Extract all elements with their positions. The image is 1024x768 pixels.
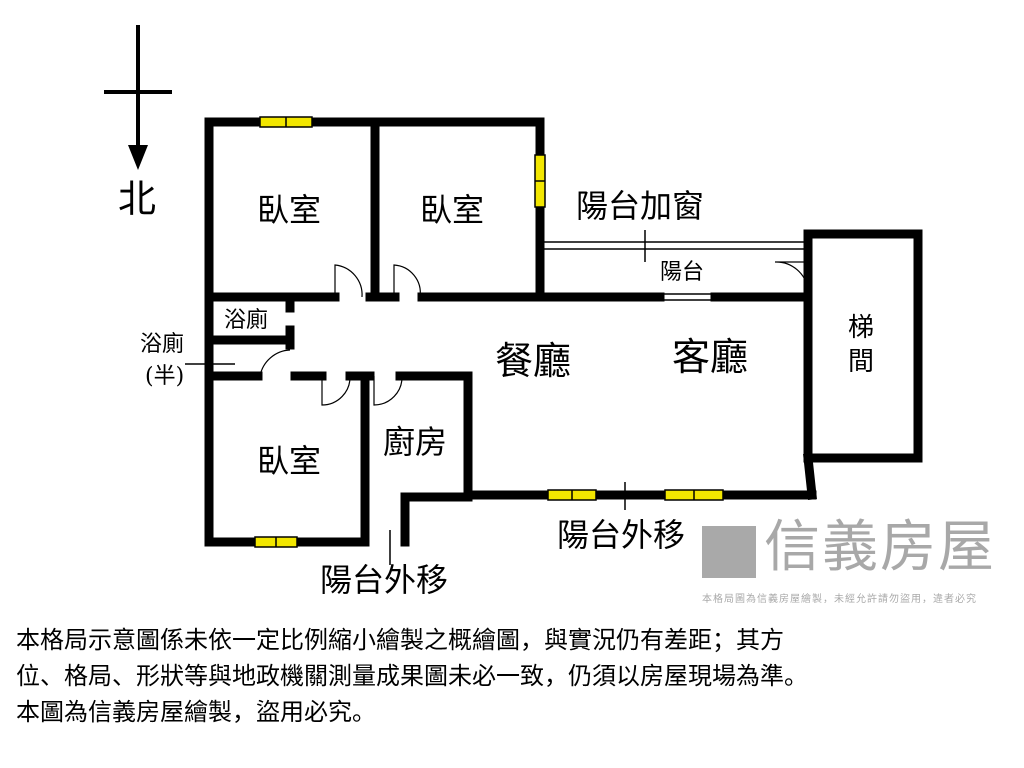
leader-lines xyxy=(185,230,646,565)
room-bathroom: 浴廁 xyxy=(224,308,269,333)
compass-icon xyxy=(104,25,172,170)
windows xyxy=(254,116,724,548)
room-stairs-line1: 梯 xyxy=(848,313,875,343)
watermark-brand: 信義房屋 xyxy=(764,515,996,580)
room-bedroom-bottom: 臥室 xyxy=(257,442,322,480)
room-stairs-line2: 間 xyxy=(848,347,875,377)
watermark-notice: 本格局圖為信義房屋繪製，未經允許請勿盜用，違者必究 xyxy=(702,594,977,605)
disclaimer-line: 位、格局、形狀等與地政機關測量成果圖未必一致，仍須以房屋現場為準。 xyxy=(16,662,808,690)
room-living: 客廳 xyxy=(672,335,749,379)
disclaimer: 本格局示意圖係未依一定比例縮小繪製之概繪圖，與實況仍有差距；其方 位、格局、形狀… xyxy=(16,622,1016,730)
doors xyxy=(259,261,809,406)
room-balcony-out-bottom: 陽台外移 xyxy=(320,561,449,599)
room-balcony-window: 陽台加窗 xyxy=(576,187,705,225)
disclaimer-line: 本圖為信義房屋繪製，盜用必究。 xyxy=(16,698,376,726)
room-balcony: 陽台 xyxy=(660,260,705,285)
room-kitchen: 廚房 xyxy=(383,423,448,461)
room-half-bath-line2: (半) xyxy=(145,364,185,389)
watermark-logo xyxy=(702,526,756,578)
disclaimer-line: 本格局示意圖係未依一定比例縮小繪製之概繪圖，與實況仍有差距；其方 xyxy=(16,626,784,654)
walls xyxy=(204,117,923,547)
balcony-window-line xyxy=(540,241,808,301)
room-half-bath-line1: 浴廁 xyxy=(140,332,185,357)
room-dining: 餐廳 xyxy=(495,339,572,383)
room-bedroom-top-right: 臥室 xyxy=(420,191,485,229)
room-balcony-out-right: 陽台外移 xyxy=(557,516,686,554)
room-bedroom-top-left: 臥室 xyxy=(257,191,322,229)
compass-north-label: 北 xyxy=(118,177,157,221)
